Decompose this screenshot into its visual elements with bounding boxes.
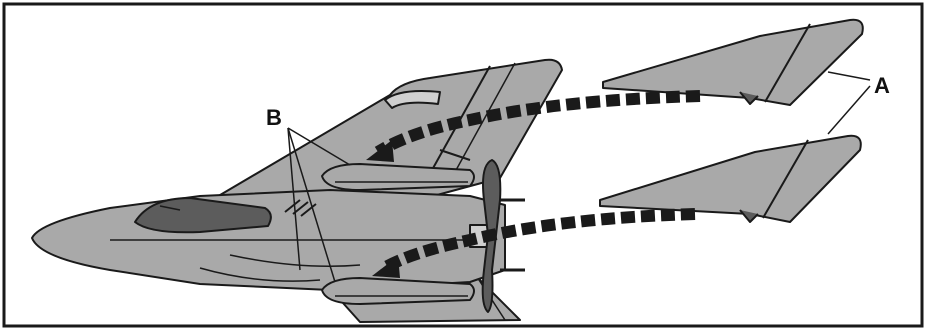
- aircraft: [32, 60, 562, 322]
- lower-fin: [600, 136, 861, 222]
- callout-label-b: B: [266, 105, 282, 130]
- callout-a-leaders: [828, 72, 870, 134]
- callout-label-a: A: [874, 73, 890, 98]
- upper-fin: [603, 20, 863, 105]
